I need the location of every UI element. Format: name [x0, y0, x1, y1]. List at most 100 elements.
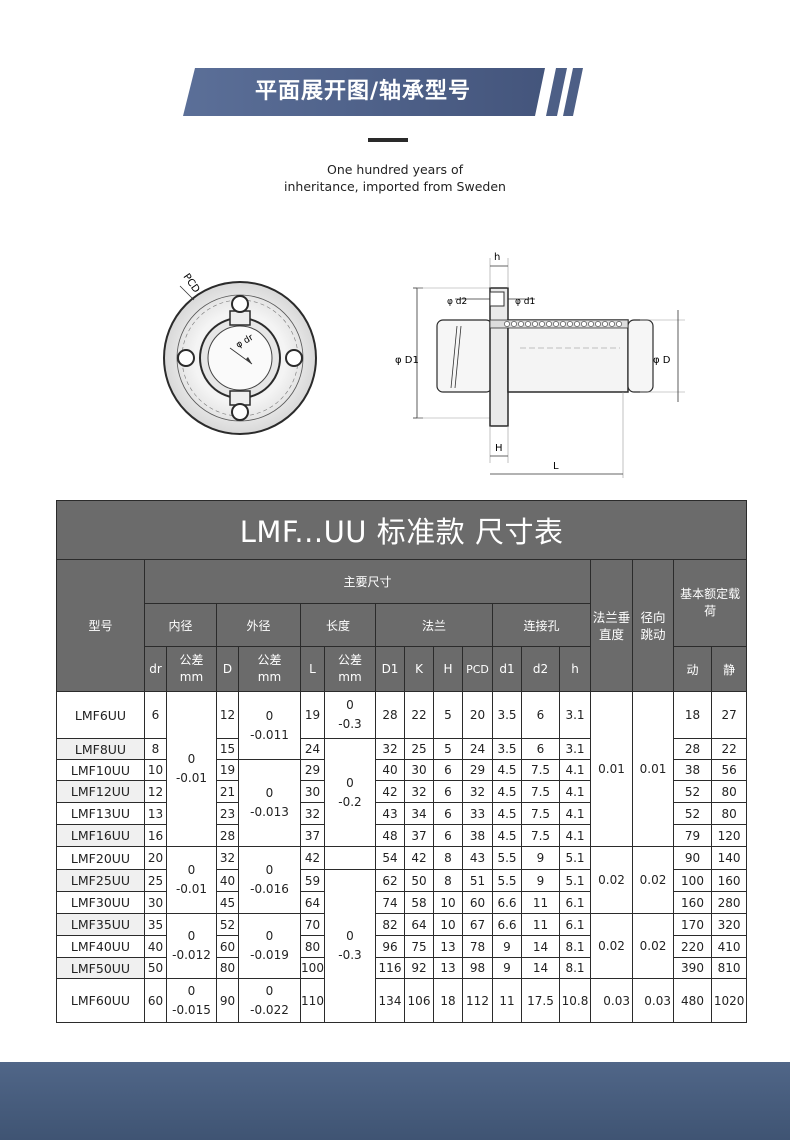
header-L: L — [300, 646, 325, 692]
model-cell: LMF12UU — [56, 780, 145, 803]
radial-runout-cell: 0.03 — [632, 978, 674, 1023]
dr-cell: 25 — [144, 869, 167, 892]
D-tolerance: 0-0.019 — [238, 913, 301, 979]
d2-cell: 11 — [521, 891, 560, 914]
static-load-cell: 410 — [710, 935, 748, 958]
D-tolerance: 0-0.022 — [238, 978, 301, 1023]
header-model: 型号 — [56, 559, 145, 692]
K-cell: 30 — [404, 759, 434, 781]
K-cell: 64 — [404, 913, 434, 936]
D1-cell: 74 — [375, 891, 405, 914]
PCD-cell: 24 — [462, 738, 493, 760]
pcd-label: PCD — [181, 272, 202, 296]
dr-tolerance: 0-0.015 — [166, 978, 217, 1023]
PCD-cell: 20 — [462, 691, 493, 739]
title-underline — [368, 138, 408, 142]
D1-cell: 116 — [375, 957, 405, 979]
K-cell: 42 — [404, 846, 434, 870]
D1-cell: 96 — [375, 935, 405, 958]
L-cell: 24 — [300, 738, 325, 760]
table-row: LMF35UU 35 0-0.012 52 0-0.019 70 82 64 1… — [56, 913, 748, 979]
H-cell: 6 — [433, 802, 463, 825]
D-cell: 21 — [216, 780, 239, 803]
table-row: LMF10UU 10 19 0-0.013 29 40 30 6 29 4.5 … — [56, 759, 748, 847]
H-label: H — [495, 443, 503, 454]
tagline-line-1: One hundred years of — [326, 162, 463, 177]
model-cell: LMF20UU — [56, 846, 145, 870]
dynamic-load-cell: 28 — [673, 738, 712, 760]
D-cell: 80 — [216, 957, 239, 979]
header-K: K — [404, 646, 434, 692]
static-load-cell: 140 — [710, 846, 748, 870]
flange-perp-cell: 0.02 — [590, 846, 633, 914]
L-cell: 19 — [300, 691, 325, 739]
D-label: φ D — [653, 355, 671, 366]
H-cell: 10 — [433, 891, 463, 914]
table-row: LMF20UU 20 0-0.01 32 0-0.016 42 54 42 8 … — [56, 846, 748, 914]
d2-cell: 6 — [521, 691, 560, 739]
dr-cell: 60 — [144, 978, 167, 1023]
dr-tolerance: 0-0.01 — [166, 691, 217, 847]
L-label: L — [553, 461, 559, 472]
h-cell: 5.1 — [559, 846, 591, 870]
dr-cell: 10 — [144, 759, 167, 781]
d1-cell: 6.6 — [492, 891, 522, 914]
d2-cell: 6 — [521, 738, 560, 760]
static-load-cell: 80 — [710, 802, 748, 825]
static-load-cell: 22 — [710, 738, 748, 760]
h-cell: 6.1 — [559, 891, 591, 914]
L-cell: 59 — [300, 869, 325, 892]
PCD-cell: 33 — [462, 802, 493, 825]
K-cell: 75 — [404, 935, 434, 958]
front-view-drawing: φ dr PCD — [163, 272, 317, 435]
h-cell: 4.1 — [559, 802, 591, 825]
radial-runout-cell: 0.01 — [632, 691, 674, 847]
PCD-cell: 60 — [462, 891, 493, 914]
dr-cell: 8 — [144, 738, 167, 760]
d2-label: φ d2 — [447, 297, 467, 307]
flange-perp-cell: 0.01 — [590, 691, 633, 847]
L-tolerance: 0-0.3 — [324, 691, 376, 739]
dynamic-load-cell: 52 — [673, 780, 712, 803]
D-cell: 23 — [216, 802, 239, 825]
d1-cell: 9 — [492, 957, 522, 979]
d2-cell: 7.5 — [521, 759, 560, 781]
model-cell: LMF6UU — [56, 691, 145, 739]
K-cell: 22 — [404, 691, 434, 739]
model-cell: LMF16UU — [56, 824, 145, 847]
dr-cell: 20 — [144, 846, 167, 870]
radial-runout-cell: 0.02 — [632, 913, 674, 979]
D-tolerance: 0-0.016 — [238, 846, 301, 914]
d1-cell: 4.5 — [492, 824, 522, 847]
H-cell: 8 — [433, 869, 463, 892]
dynamic-load-cell: 220 — [673, 935, 712, 958]
header-dynamic: 动 — [673, 646, 712, 692]
D1-cell: 54 — [375, 846, 405, 870]
D1-cell: 32 — [375, 738, 405, 760]
d1-cell: 9 — [492, 935, 522, 958]
d1-cell: 4.5 — [492, 780, 522, 803]
D-cell: 32 — [216, 846, 239, 870]
static-load-cell: 320 — [710, 913, 748, 936]
flange-perp-cell: 0.02 — [590, 913, 633, 979]
h-cell: 3.1 — [559, 738, 591, 760]
header-h: h — [559, 646, 591, 692]
h-cell: 5.1 — [559, 869, 591, 892]
dr-cell: 12 — [144, 780, 167, 803]
L-tolerance: 0-0.3 — [324, 869, 376, 1023]
header-d2: d2 — [521, 646, 560, 692]
L-cell: 110 — [300, 978, 325, 1023]
model-cell: LMF30UU — [56, 891, 145, 914]
footer-band — [0, 1062, 790, 1140]
table-row: LMF25UU 25 40 59 0-0.3 62 50 8 51 5.5 9 … — [56, 869, 748, 1023]
D-tolerance: 0-0.011 — [238, 691, 301, 760]
K-cell: 50 — [404, 869, 434, 892]
D1-cell: 42 — [375, 780, 405, 803]
dr-cell: 13 — [144, 802, 167, 825]
PCD-cell: 98 — [462, 957, 493, 979]
d1-cell: 6.6 — [492, 913, 522, 936]
d2-cell: 9 — [521, 846, 560, 870]
H-cell: 10 — [433, 913, 463, 936]
d2-cell: 7.5 — [521, 824, 560, 847]
header-D: D — [216, 646, 239, 692]
